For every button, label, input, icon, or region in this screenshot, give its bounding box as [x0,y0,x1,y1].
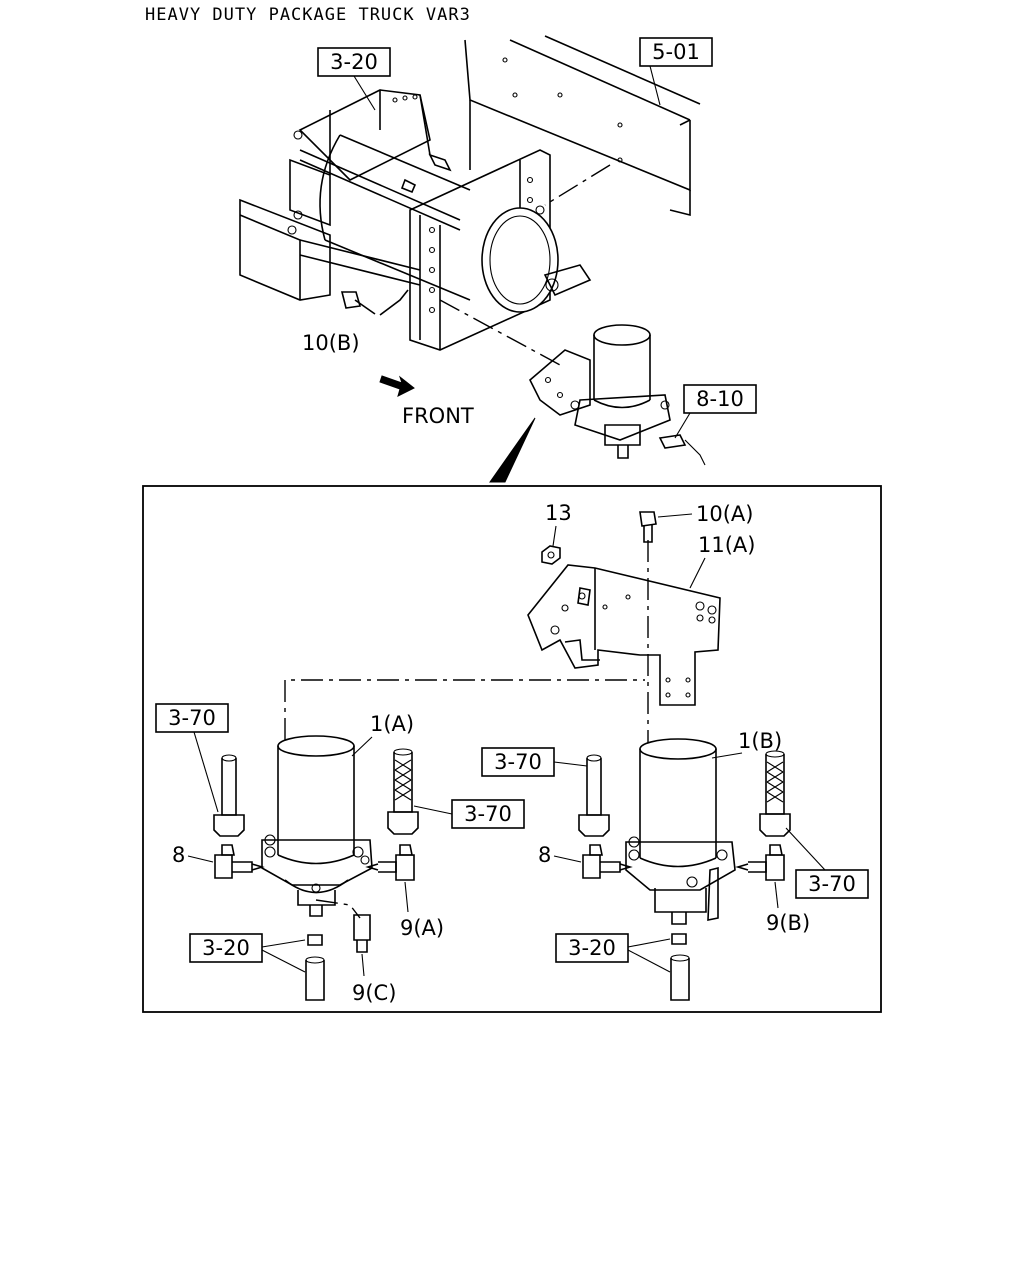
ref-box-3-70-d [795,869,869,899]
upper-assembly: 10(B) 3-20 5-01 FRONT [239,35,757,483]
hose-right-1 [578,754,610,837]
fitting-9a [365,844,415,881]
front-label: FRONT [402,404,474,428]
label-9a: 9(A) [400,916,444,940]
hose-right-2 [759,750,791,837]
nut-13 [541,545,561,565]
label-10b: 10(B) [302,331,360,355]
fitting-8-right [582,844,633,879]
ref-8-10: 8-10 [696,387,744,411]
ref-5-01: 5-01 [652,40,700,64]
fitting-9b [735,844,785,881]
label-8-left: 8 [172,843,185,867]
label-9c: 9(C) [352,981,396,1005]
ref-box-3-70-a [155,703,229,733]
bolt-10b [340,289,409,316]
dryer-1a [261,735,373,919]
air-tank [319,134,592,313]
label-8-right: 8 [538,843,551,867]
ref-3-20-right: 3-20 [568,936,616,960]
label-9b: 9(B) [766,911,810,935]
ref-box-3-20-left [189,933,263,963]
ref-3-20-top: 3-20 [330,50,378,74]
ref-box-3-70-c [481,747,555,777]
dryer-assembly-small [439,299,706,466]
front-arrow-icon [379,375,415,397]
ref-3-70-a: 3-70 [168,706,216,730]
ref-box-8-10 [683,384,757,414]
diagram-title: HEAVY DUTY PACKAGE TRUCK VAR3 [145,5,471,25]
label-10a: 10(A) [696,502,753,526]
detail-frame [142,485,882,1013]
detail-content: 13 10(A) [155,501,869,1005]
hose-left-2 [387,748,419,835]
label-1b: 1(B) [738,729,782,753]
ref-box-5-01 [639,37,713,67]
frame-rail [464,35,701,217]
hose-left-1 [213,754,245,837]
fitting-9c [353,914,371,953]
label-1a: 1(A) [370,712,414,736]
ref-3-20-left: 3-20 [202,936,250,960]
ref-box-3-70-b [451,799,525,829]
fitting-8-left [214,844,265,879]
bracket-11a [527,540,721,745]
ref-3-70-c: 3-70 [494,750,542,774]
label-13: 13 [545,501,572,525]
ref-box-3-20-right [555,933,629,963]
ref-3-70-b: 3-70 [464,802,512,826]
label-11a: 11(A) [698,533,755,557]
pipe-right [670,933,690,1001]
dryer-1b [625,738,736,925]
pipe-left [305,934,325,1001]
mount-line [284,679,645,740]
ref-3-70-d: 3-70 [808,872,856,896]
detail-pointer [489,417,536,483]
bolt-10a [639,511,657,543]
